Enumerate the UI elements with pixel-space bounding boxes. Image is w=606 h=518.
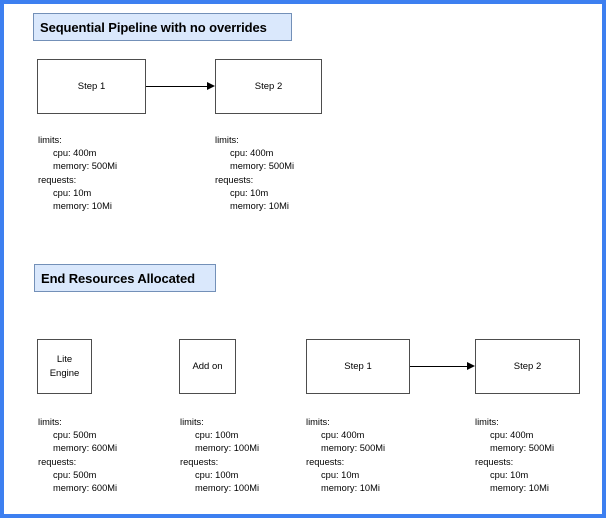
arrow-step1-to-step2-top	[146, 82, 215, 91]
node-label-line-1: Lite	[56, 353, 73, 365]
requests-key: requests:	[38, 456, 77, 467]
section-title-end-resources-allocated: End Resources Allocated	[34, 264, 216, 292]
node-label: Step 2	[513, 360, 542, 372]
spec-lite-engine: limits: cpu: 500m memory: 600Mi requests…	[38, 416, 117, 495]
requests-key: requests:	[215, 174, 254, 185]
node-step-1-top[interactable]: Step 1	[37, 59, 146, 114]
node-label: Add on	[192, 360, 223, 372]
node-step-2-top[interactable]: Step 2	[215, 59, 322, 114]
limits-cpu: cpu: 400m	[490, 430, 534, 441]
requests-memory: memory: 10Mi	[53, 201, 112, 212]
requests-memory: memory: 100Mi	[195, 483, 260, 494]
diagram-stage: Sequential Pipeline with no overrides St…	[4, 4, 602, 514]
limits-memory: memory: 500Mi	[490, 443, 555, 454]
limits-key: limits:	[180, 417, 204, 427]
node-label: Step 1	[77, 80, 106, 92]
requests-key: requests:	[306, 456, 345, 467]
limits-key: limits:	[38, 135, 62, 145]
arrow-shaft	[146, 86, 207, 87]
limits-key: limits:	[215, 135, 239, 145]
arrow-head-icon	[207, 82, 215, 90]
limits-key: limits:	[38, 417, 62, 427]
requests-cpu: cpu: 10m	[321, 469, 360, 480]
spec-step-2-top: limits: cpu: 400m memory: 500Mi requests…	[215, 134, 294, 213]
section-title-sequential-pipeline: Sequential Pipeline with no overrides	[33, 13, 292, 41]
requests-key: requests:	[475, 456, 514, 467]
node-lite-engine[interactable]: Lite Engine	[37, 339, 92, 394]
limits-key: limits:	[475, 417, 499, 427]
requests-cpu: cpu: 10m	[490, 469, 529, 480]
requests-key: requests:	[38, 174, 77, 185]
arrow-head-icon	[467, 362, 475, 370]
node-label: Step 2	[254, 80, 283, 92]
node-step-1-bottom[interactable]: Step 1	[306, 339, 410, 394]
limits-cpu: cpu: 400m	[53, 148, 97, 159]
requests-cpu: cpu: 500m	[53, 469, 97, 480]
limits-cpu: cpu: 400m	[321, 430, 365, 441]
spec-step-1-bottom: limits: cpu: 400m memory: 500Mi requests…	[306, 416, 385, 495]
requests-cpu: cpu: 10m	[230, 187, 269, 198]
node-label: Step 1	[344, 360, 372, 372]
limits-key: limits:	[306, 417, 330, 427]
arrow-shaft	[410, 366, 467, 367]
requests-memory: memory: 600Mi	[53, 483, 118, 494]
requests-memory: memory: 10Mi	[321, 483, 380, 494]
node-step-2-bottom[interactable]: Step 2	[475, 339, 580, 394]
node-label: Lite Engine	[50, 353, 80, 381]
limits-cpu: cpu: 500m	[53, 430, 97, 441]
arrow-step1-to-step2-bottom	[410, 362, 475, 371]
limits-memory: memory: 500Mi	[53, 161, 118, 172]
node-label-line-2: Engine	[49, 367, 80, 379]
requests-memory: memory: 10Mi	[230, 201, 289, 212]
limits-memory: memory: 500Mi	[321, 443, 386, 454]
requests-key: requests:	[180, 456, 219, 467]
spec-step-2-bottom: limits: cpu: 400m memory: 500Mi requests…	[475, 416, 554, 495]
spec-step-1-top: limits: cpu: 400m memory: 500Mi requests…	[38, 134, 117, 213]
limits-memory: memory: 100Mi	[195, 443, 260, 454]
spec-add-on: limits: cpu: 100m memory: 100Mi requests…	[180, 416, 259, 495]
limits-memory: memory: 600Mi	[53, 443, 118, 454]
requests-cpu: cpu: 10m	[53, 187, 92, 198]
limits-memory: memory: 500Mi	[230, 161, 295, 172]
limits-cpu: cpu: 400m	[230, 148, 274, 159]
requests-memory: memory: 10Mi	[490, 483, 549, 494]
requests-cpu: cpu: 100m	[195, 469, 239, 480]
limits-cpu: cpu: 100m	[195, 430, 239, 441]
node-add-on[interactable]: Add on	[179, 339, 236, 394]
